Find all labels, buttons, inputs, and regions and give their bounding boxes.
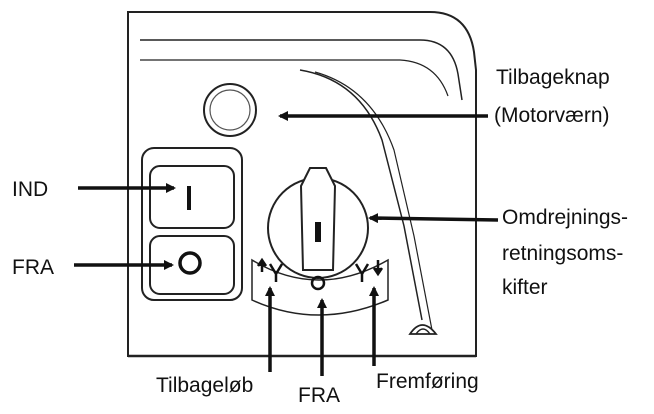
- label-direction-switch-line3: kifter: [502, 276, 548, 299]
- rocker-switch[interactable]: [141, 147, 243, 301]
- label-off-switch: FRA: [12, 256, 54, 279]
- reset-button-icon[interactable]: [203, 83, 257, 137]
- dial-base-plate: [251, 257, 389, 316]
- label-reverse: Tilbageløb: [156, 374, 253, 397]
- housing-outline: [127, 11, 477, 357]
- rotation-dial-icon[interactable]: [267, 167, 369, 279]
- off-position-symbol: [310, 275, 326, 291]
- leader-arrows: [74, 111, 499, 376]
- label-forward: Fremføring: [376, 370, 479, 393]
- housing-inner-edge-2: [140, 59, 449, 97]
- label-direction-switch-line2: retningsoms-: [502, 242, 623, 265]
- housing-inner-edge: [140, 39, 463, 101]
- label-reset-button-line2: (Motorværn): [494, 104, 610, 127]
- on-switch-symbol: [187, 186, 191, 210]
- off-switch-symbol: [178, 251, 202, 275]
- device-housing: [127, 11, 477, 358]
- label-on-switch: IND: [12, 178, 48, 201]
- housing-curve-2: [314, 71, 433, 331]
- dial-grip: [299, 167, 337, 271]
- forward-symbol-icon: [354, 260, 384, 282]
- dial-indicator: [315, 222, 321, 242]
- reverse-symbol-icon: [256, 257, 284, 282]
- label-off-position: FRA: [298, 384, 340, 407]
- housing-curve: [299, 69, 423, 321]
- arrow-direction-switch: [368, 213, 499, 224]
- label-reset-button-line1: Tilbageknap: [496, 66, 610, 89]
- on-rocker-pad[interactable]: [149, 165, 235, 229]
- label-direction-switch-line1: Omdrejnings-: [502, 206, 628, 229]
- lock-icon: [408, 324, 438, 335]
